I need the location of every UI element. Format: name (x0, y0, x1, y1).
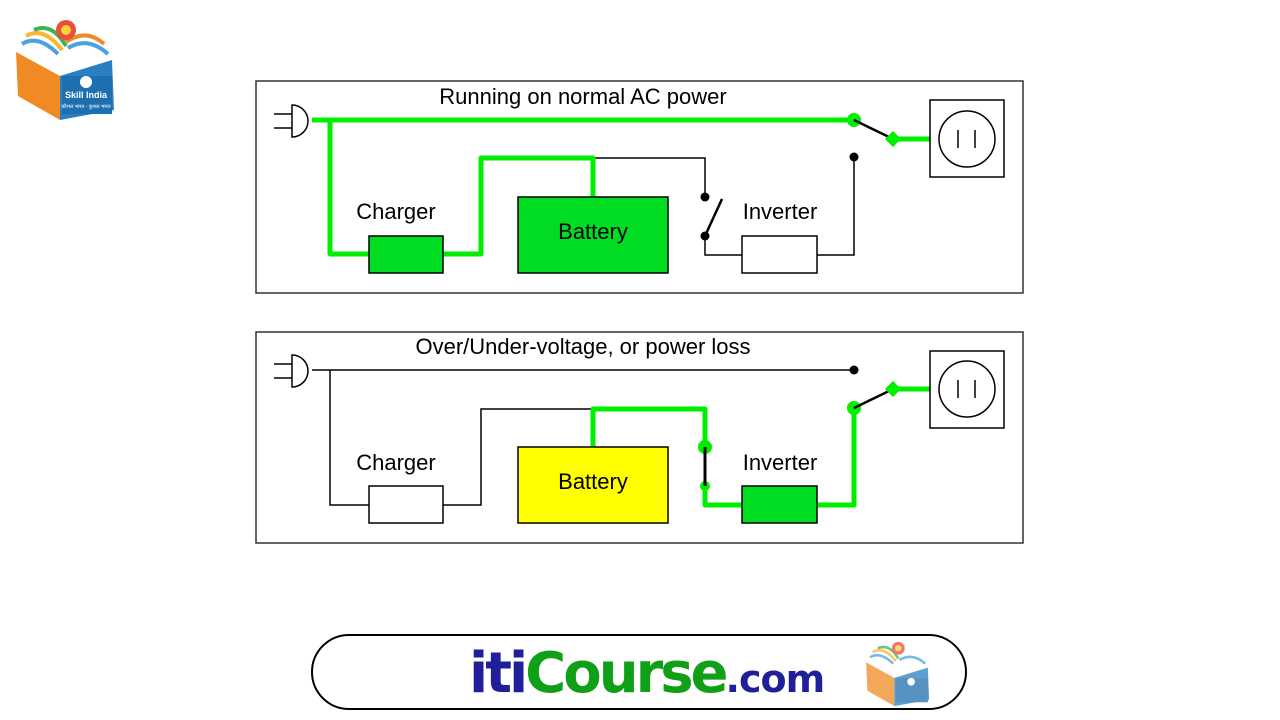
charger-label: Charger (356, 199, 435, 224)
footer-banner: itiCourse.com (311, 634, 967, 710)
panel-power-loss: Over/Under-voltage, or power loss Charge… (255, 331, 1024, 544)
plug-icon (274, 354, 309, 388)
inverter-switch (700, 192, 724, 241)
inverter-label: Inverter (743, 450, 818, 475)
panel-title: Running on normal AC power (439, 84, 726, 109)
battery-label: Battery (558, 469, 628, 494)
charger-block (368, 235, 444, 274)
transfer-switch (847, 113, 901, 162)
outlet-icon (929, 350, 1005, 429)
charger-block (368, 485, 444, 524)
transfer-switch (847, 365, 901, 415)
skill-india-logo-small (866, 641, 930, 707)
inverter-label: Inverter (743, 199, 818, 224)
battery-label: Battery (558, 219, 628, 244)
idle-wires (593, 157, 855, 256)
panel-normal-ac: Running on normal AC power Charger Batte… (255, 80, 1024, 294)
logo-text: Skill India (65, 90, 108, 100)
logo-tagline: कौशल भारत - कुशल भारत (61, 103, 110, 110)
battery-block (517, 446, 669, 524)
book-icon (866, 641, 930, 707)
active-wires (590, 386, 930, 508)
book-icon (16, 20, 114, 120)
inverter-block (741, 485, 818, 524)
active-wires (312, 117, 930, 257)
outlet-icon (929, 99, 1005, 178)
brand-course: Course (525, 641, 728, 706)
brand-iti: iti (469, 641, 528, 706)
battery-block (517, 196, 669, 274)
inverter-block (741, 235, 818, 274)
charger-label: Charger (356, 450, 435, 475)
skill-india-logo: Skill India कौशल भारत - कुशल भारत (16, 20, 114, 120)
panel-title: Over/Under-voltage, or power loss (415, 334, 750, 359)
idle-wires (312, 369, 854, 506)
plug-icon (274, 104, 309, 138)
brand-wordmark: itiCourse.com (469, 641, 826, 709)
brand-domain: .com (725, 657, 826, 701)
inverter-switch (698, 440, 712, 491)
